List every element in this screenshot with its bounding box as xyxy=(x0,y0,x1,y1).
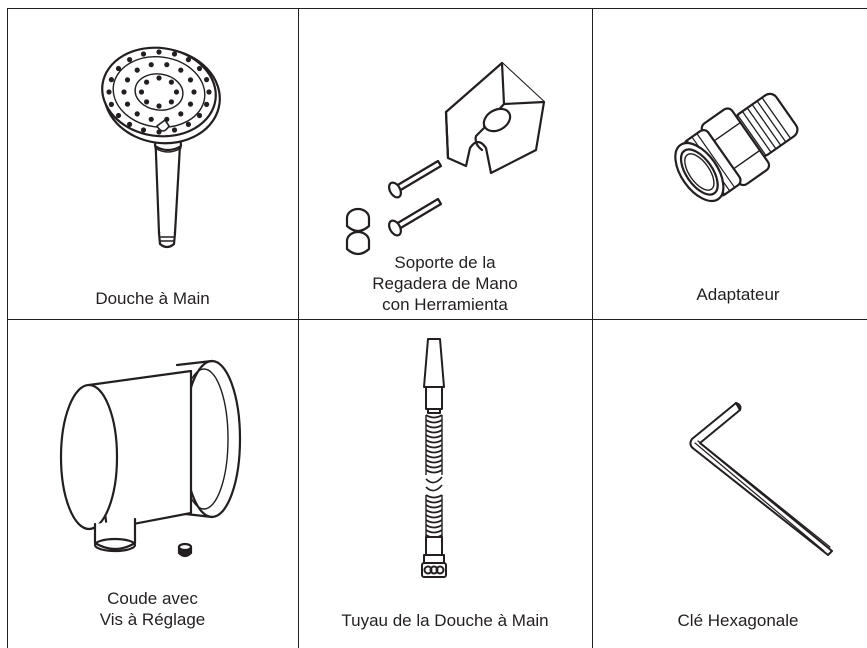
part-cell-hex-key: Clé Hexagonale xyxy=(592,319,867,648)
part-cell-wall-elbow: Coude avec Vis à Réglage xyxy=(7,319,298,648)
adapter-icon xyxy=(674,92,799,203)
hand-shower-bracket-icon xyxy=(345,61,546,256)
part-label: Soporte de la Regadera de Mano con Herra… xyxy=(372,253,518,314)
parts-grid: Douche à Main Soporte de la Regadera de … xyxy=(7,8,867,648)
part-label: Clé Hexagonale xyxy=(677,611,799,630)
part-cell-adapter: Adaptateur xyxy=(592,8,867,319)
grid-middle-border xyxy=(7,319,867,321)
part-label: Tuyau de la Douche à Main xyxy=(341,611,549,630)
part-cell-hose: Tuyau de la Douche à Main xyxy=(298,319,592,648)
hex-key-icon xyxy=(689,402,833,556)
grid-divider-2 xyxy=(592,8,594,648)
grid-left-border xyxy=(7,8,9,648)
part-label: Douche à Main xyxy=(95,289,210,308)
part-label: Coude avec Vis à Réglage xyxy=(99,589,206,629)
wall-elbow-icon xyxy=(59,359,242,558)
grid-top-border xyxy=(7,8,867,10)
grid-divider-1 xyxy=(298,8,300,648)
part-label: Adaptateur xyxy=(696,285,780,304)
shower-hose-icon xyxy=(421,338,447,578)
hand-shower-icon xyxy=(101,46,221,249)
part-cell-hand-shower: Douche à Main xyxy=(7,8,298,319)
part-cell-bracket: Soporte de la Regadera de Mano con Herra… xyxy=(298,8,592,319)
